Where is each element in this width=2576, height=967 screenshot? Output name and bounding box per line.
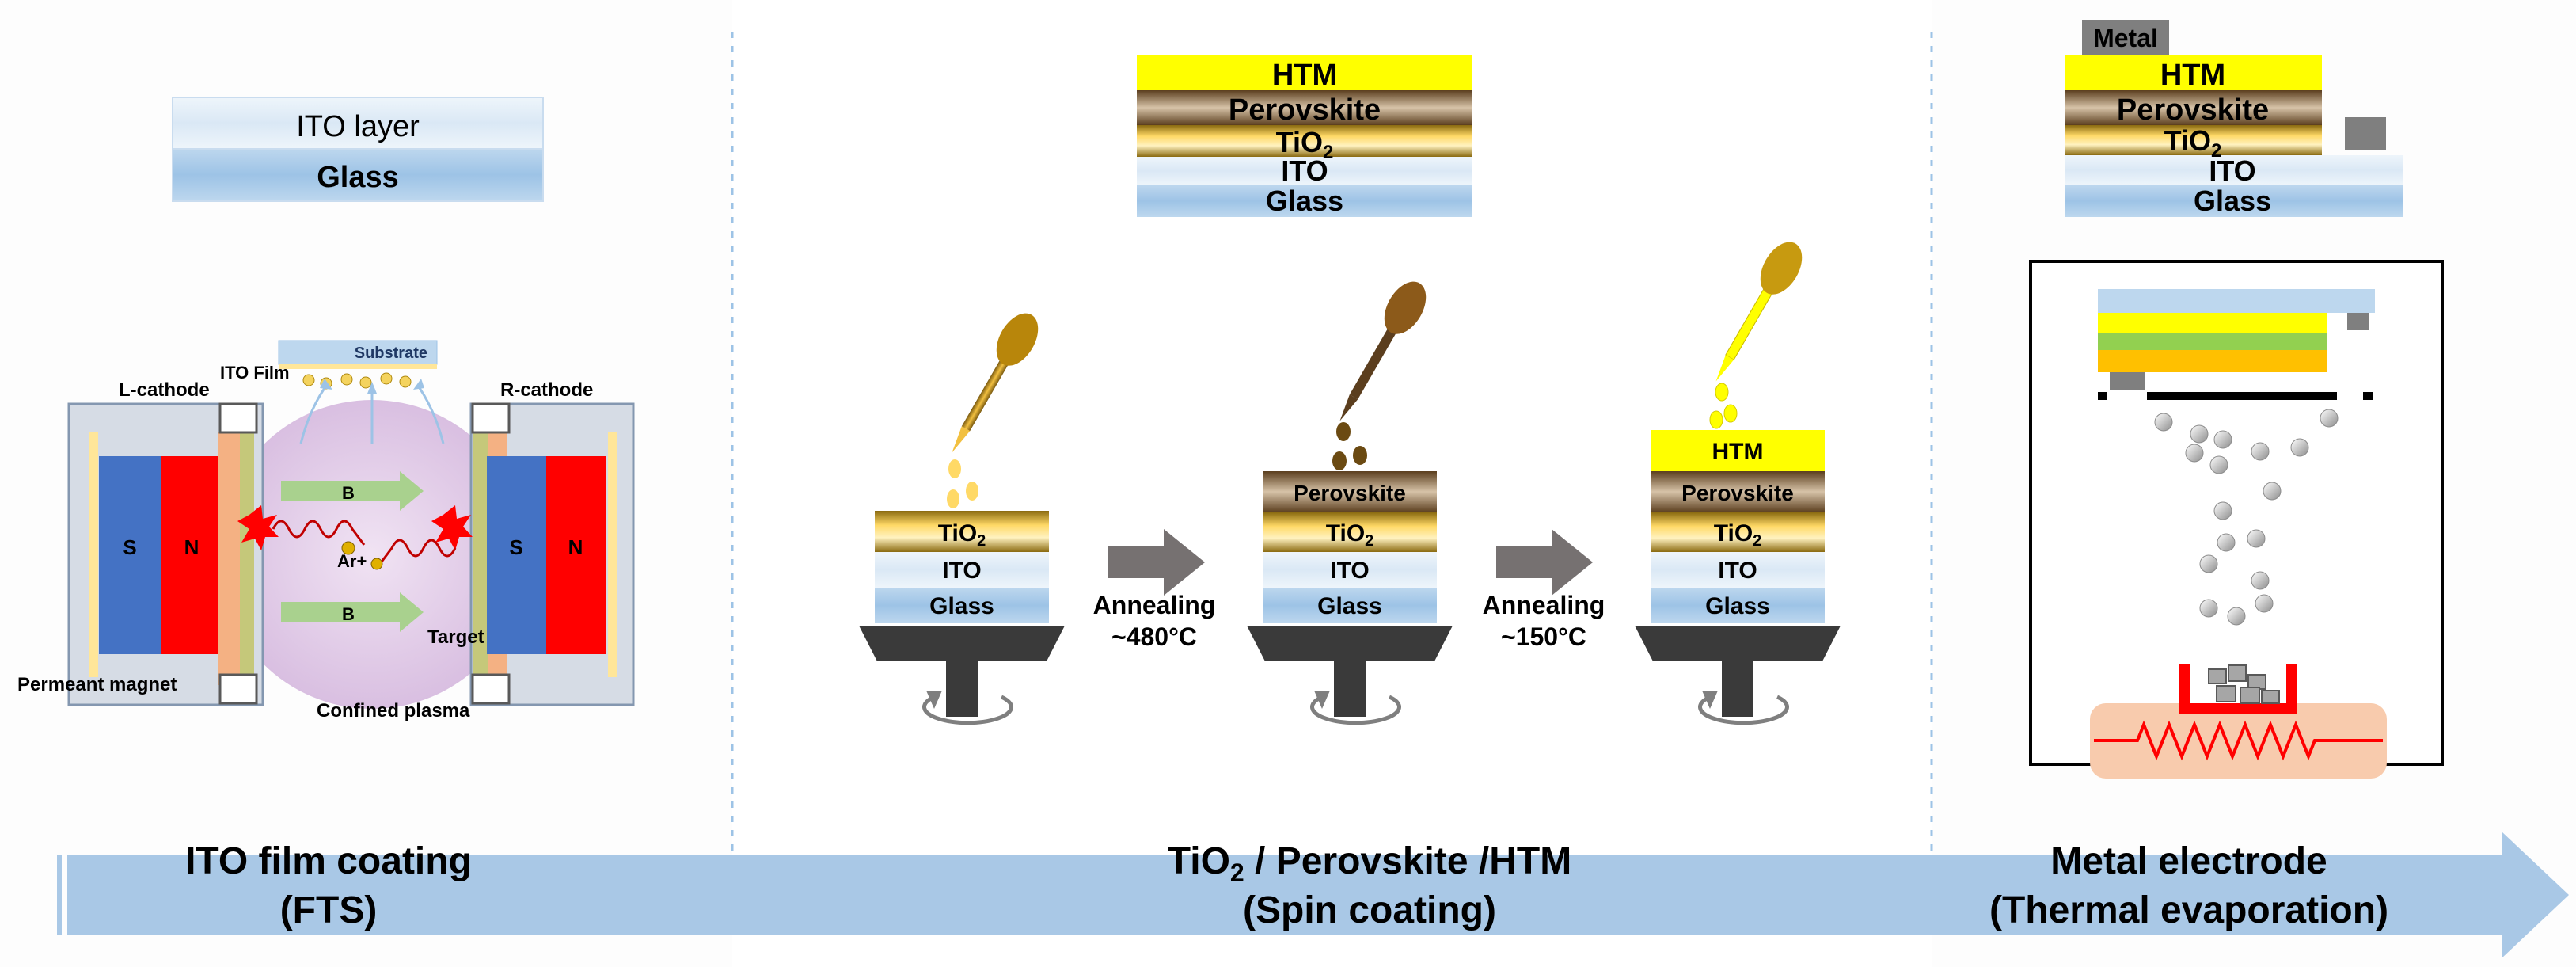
- spin-chuck-icon: [1247, 626, 1453, 661]
- confined-plasma: [218, 400, 526, 709]
- glass-label: Glass: [317, 161, 399, 194]
- sections-metal-stack-1-label: HTM: [2160, 59, 2225, 92]
- diagram-label: TiO2: [1714, 520, 1762, 550]
- metal-caption-line1: Metal electrode: [2050, 840, 2327, 882]
- ar-ion-label: Ar+: [337, 551, 367, 571]
- dropper-icon: [952, 313, 1039, 453]
- spark-icon-right: [431, 505, 473, 550]
- crucible-icon: [2179, 664, 2297, 714]
- rotation-arrow-icon: [1698, 695, 1789, 725]
- spin-chuck-icon: [859, 626, 1065, 661]
- spin-step-perovskite: Perovskite TiO2 ITO Glass: [1247, 281, 1453, 725]
- sections-spin-steps-perovskite-label: Perovskite: [1681, 481, 1794, 505]
- stack-metal-label: Metal: [2093, 24, 2158, 52]
- left-magnet-s: [99, 456, 161, 654]
- diagram-label: TiO2: [938, 520, 986, 550]
- metal-vapor: [2154, 409, 2339, 626]
- ito-caption-line1: ITO film coating: [185, 840, 472, 882]
- spin-caption-line2: (Spin coating): [1243, 889, 1496, 931]
- anneal1-label: Annealing: [1093, 591, 1216, 619]
- diagram-label: TiO2: [1326, 520, 1374, 550]
- rotation-arrow-icon: [922, 695, 1013, 725]
- sections-spin-steps-glass-label: Glass: [929, 593, 994, 619]
- field-arrow-top: [281, 471, 424, 511]
- ito-caption-line2: (FTS): [280, 889, 378, 931]
- ito-particles: [302, 372, 412, 390]
- target-label: Target: [427, 626, 484, 648]
- field-label-top: B: [342, 483, 355, 503]
- confined-plasma-label: Confined plasma: [317, 700, 470, 721]
- spin-chuck-icon: [1635, 626, 1841, 661]
- anneal2-label: Annealing: [1483, 591, 1605, 619]
- left-n-label: N: [184, 535, 199, 559]
- spark-icon-left: [237, 505, 279, 550]
- left-s-label: S: [123, 535, 136, 559]
- dropper-icon: [1339, 281, 1427, 421]
- stack-perovskite-label: Perovskite: [1229, 93, 1381, 127]
- spin-step-tio2: TiO2 ITO Glass: [859, 313, 1065, 725]
- anneal-arrow-1: Annealing ~480°C: [1093, 529, 1216, 651]
- evaporation-chamber: [2029, 260, 2444, 779]
- right-n-label: N: [568, 535, 583, 559]
- sections-metal-stack-6-label: Glass: [2194, 185, 2271, 217]
- ion-spiral-icon-right: [378, 539, 457, 565]
- right-s-label: S: [509, 535, 522, 559]
- stack-htm-label: HTM: [1272, 59, 1337, 92]
- ion-spiral-icon-left: [272, 520, 366, 546]
- sections-spin-steps-glass-label: Glass: [1317, 593, 1382, 619]
- l-cathode-label: L-cathode: [119, 379, 210, 401]
- left-magnet-n: [161, 456, 222, 654]
- right-magnet-s: [487, 456, 546, 654]
- dropper-icon: [1715, 242, 1803, 382]
- sections-spin-steps-ito-label: ITO: [1718, 558, 1757, 584]
- stack-glass-label: Glass: [1266, 185, 1343, 217]
- sputtering-apparatus: Substrate ITO Film S N L-cathode: [17, 340, 635, 721]
- field-arrow-bottom: [281, 592, 424, 632]
- ito-layer-label: ITO layer: [296, 110, 420, 143]
- sections-spin-steps-ito-label: ITO: [942, 558, 981, 584]
- sections-spin-steps-htm-label: HTM: [1712, 439, 1764, 465]
- metal-caption-line2: (Thermal evaporation): [1989, 889, 2388, 931]
- field-label-bottom: B: [342, 604, 355, 624]
- ito-layer-stack: ITO layer Glass: [172, 97, 544, 202]
- rotation-arrow-icon: [1310, 695, 1401, 725]
- r-cathode-label: R-cathode: [500, 379, 593, 401]
- metal-target-stack: Metal HTM Perovskite TiO2 ITO Glass: [2065, 20, 2403, 217]
- sections-spin-steps-perovskite-label: Perovskite: [1294, 481, 1406, 505]
- stack-tio2-label: TiO2: [1276, 126, 1334, 163]
- spin-step-htm: HTM Perovskite TiO2 ITO Glass: [1635, 242, 1841, 725]
- ito-film-label: ITO Film: [220, 363, 290, 383]
- sections-metal-stack-2-label: Perovskite: [2117, 93, 2269, 127]
- sections-spin-steps-ito-label: ITO: [1330, 558, 1369, 584]
- substrate-label: Substrate: [355, 345, 427, 362]
- sections-spin-steps-glass-label: Glass: [1705, 593, 1770, 619]
- spin-caption-line1: TiO2 / Perovskite /HTM: [1168, 840, 1571, 887]
- permeant-magnet-label: Permeant magnet: [17, 674, 177, 695]
- diagram-label: TiO2: [2164, 124, 2222, 162]
- anneal1-temp: ~480°C: [1111, 622, 1197, 651]
- right-magnet-n: [546, 456, 606, 654]
- spin-target-stack: HTM Perovskite TiO2 ITO Glass: [1137, 55, 1472, 217]
- process-arrow: [57, 832, 2569, 958]
- sections-metal-stack-5-label: ITO: [2209, 154, 2255, 187]
- anneal-arrow-2: Annealing ~150°C: [1483, 529, 1605, 651]
- stack-ito-label: ITO: [1281, 154, 1328, 187]
- anneal2-temp: ~150°C: [1501, 622, 1586, 651]
